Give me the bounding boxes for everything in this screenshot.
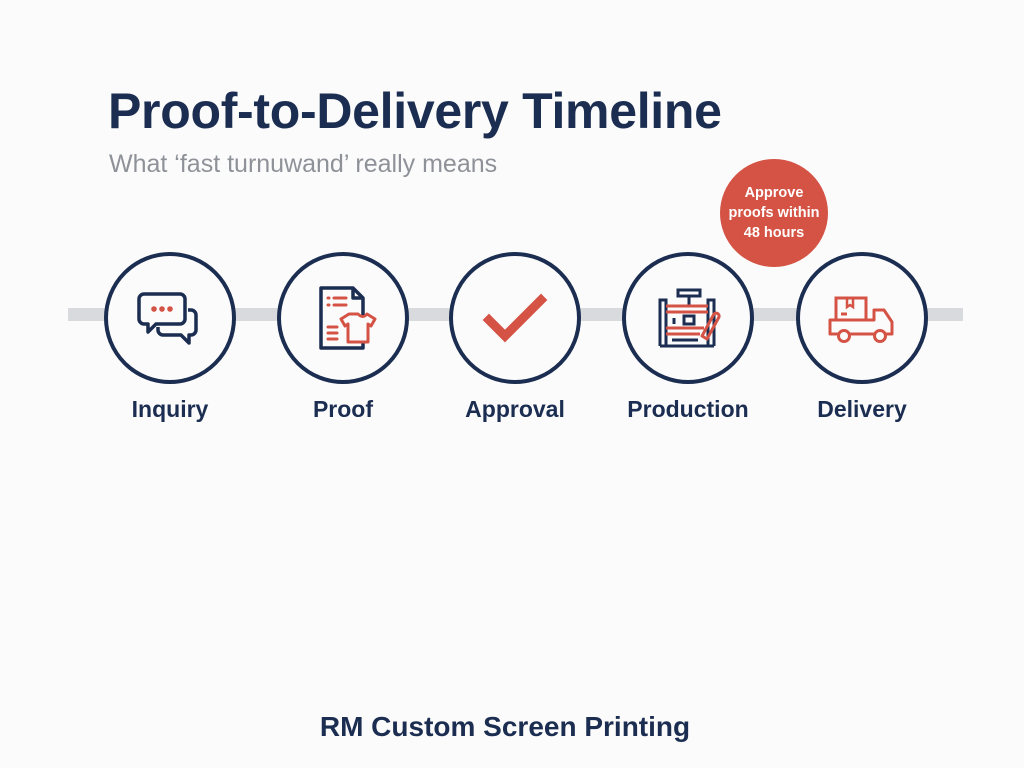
step-label-production: Production [627,396,749,422]
timeline-step-proof [277,252,409,384]
timeline-step-production [622,252,754,384]
step-label-delivery: Delivery [817,396,907,422]
page-subtitle: What ‘fast turnuwand’ really means [109,150,498,178]
callout-line: Approve [744,185,804,201]
brand-footer: RM Custom Screen Printing [319,711,691,742]
timeline-step-inquiry [104,252,236,384]
callout-line: proofs within [728,205,820,221]
step-label-approval: Approval [465,396,565,422]
chat-bubbles-icon [137,292,198,345]
step-label-proof: Proof [312,396,374,422]
timeline-step-delivery [796,252,928,384]
step-label-inquiry: Inquiry [131,396,209,422]
page-title: Proof-to-Delivery Timeline [108,83,722,139]
approval-callout-badge: Approve proofs within 48 hours [720,159,828,267]
timeline-step-approval [449,252,581,384]
delivery-truck-icon [828,296,894,343]
callout-line: 48 hours [743,225,805,241]
document-shirt-icon [319,286,377,350]
checkmark-icon [482,293,548,343]
screen-press-icon [658,288,721,348]
